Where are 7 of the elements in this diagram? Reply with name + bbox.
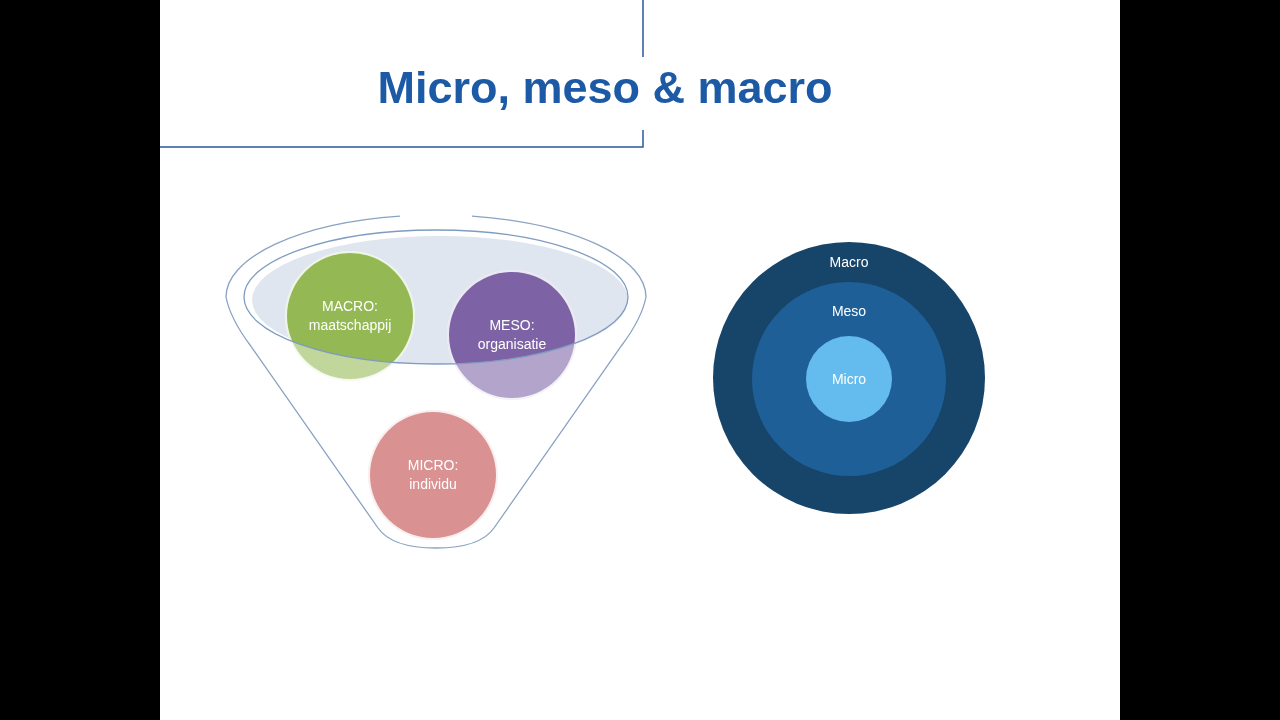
ring-label: Meso [831, 302, 867, 320]
ring-label: Macro [829, 253, 869, 271]
circle-label: MICRO: individu [406, 456, 460, 494]
circle-label: Micro [831, 369, 867, 389]
circle-label: MESO: organisatie [477, 316, 547, 354]
circle-label: MACRO: maatschappij [308, 297, 392, 335]
slide-title: Micro, meso & macro [377, 62, 833, 113]
